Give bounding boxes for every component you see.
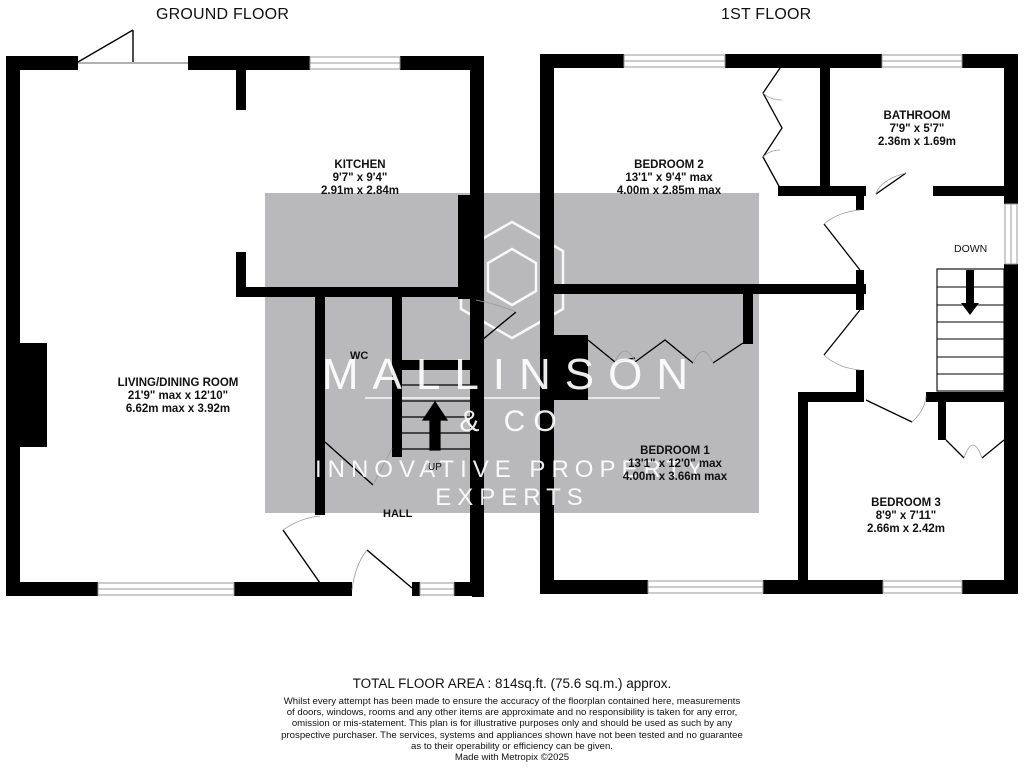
disclaimer-line: of doors, windows, rooms and any other i… (286, 707, 738, 719)
room-bathroom: BATHROOM 7'9" x 5'7" 2.36m x 1.69m (878, 110, 956, 149)
room-hall: HALL (383, 508, 413, 520)
first-floor-stairs (936, 268, 1005, 392)
watermark-tagline: INNOVATIVE PROPERTY EXPERTS (314, 456, 710, 511)
ground-floor-stairs (402, 384, 472, 451)
stairs-up-label: UP (428, 462, 442, 473)
ground-floor-walls (6, 56, 484, 597)
room-dim-metric: 4.00m x 2.85m max (616, 185, 722, 197)
watermark-panel (265, 193, 759, 513)
room-name: LIVING/DINING ROOM (117, 377, 239, 389)
room-dim-imperial: 9'7" x 9'4" (332, 172, 388, 184)
room-dim-imperial: 8'9" x 7'11" (875, 510, 937, 522)
ground-floor-title: GROUND FLOOR (156, 6, 290, 23)
watermark-brand: MALLINSON (321, 350, 703, 399)
room-name: KITCHEN (334, 159, 386, 171)
room-dim-metric: 4.00m x 3.66m max (622, 471, 728, 483)
room-dim-imperial: 7'9" x 5'7" (889, 123, 945, 135)
first-floor-walls (540, 54, 1018, 594)
disclaimer-line: as to their operability or efficiency ca… (411, 740, 613, 752)
room-name: BATHROOM (883, 110, 951, 122)
ground-floor-windows (97, 56, 455, 596)
room-dim-metric: 6.62m max x 3.92m (125, 403, 231, 415)
room-dim-imperial: 21'9" max x 12'10" (127, 390, 229, 402)
room-bedroom-3: BEDROOM 3 8'9" x 7'11" 2.66m x 2.42m (867, 497, 945, 536)
stairs-down-label: DOWN (954, 243, 988, 255)
room-bedroom-1: BEDROOM 1 13'1" x 12'0" max 4.00m x 3.66… (623, 445, 727, 484)
disclaimer-line: Whilst every attempt has been made to en… (283, 696, 741, 707)
room-kitchen: KITCHEN 9'7" x 9'4" 2.91m x 2.84m (321, 159, 399, 198)
room-living-dining: LIVING/DINING ROOM 21'9" max x 12'10" 6.… (118, 377, 239, 416)
watermark-sub: & CO (459, 405, 565, 438)
total-floor-area: TOTAL FLOOR AREA : 814sq.ft. (75.6 sq.m.… (352, 676, 672, 691)
first-floor-title: 1ST FLOOR (721, 6, 812, 23)
disclaimer: Whilst every attempt has been made to en… (0, 696, 1024, 763)
first-floor-doors (587, 67, 1005, 459)
disclaimer-line: omission or mis-statement. This plan is … (291, 718, 733, 730)
ground-floor-doors (77, 29, 517, 591)
room-dim-metric: 2.36m x 1.69m (877, 136, 957, 148)
room-dim-imperial: 13'1" x 9'4" max (625, 172, 713, 184)
room-dim-metric: 2.66m x 2.42m (866, 523, 946, 535)
first-floor-windows (623, 54, 1018, 594)
room-name: BEDROOM 1 (640, 445, 710, 457)
room-name: BEDROOM 2 (634, 159, 704, 171)
room-dim-imperial: 13'1" x 12'0" max (628, 458, 722, 470)
room-wc: WC (350, 350, 369, 362)
room-name: BEDROOM 3 (871, 497, 941, 509)
room-dim-metric: 2.91m x 2.84m (320, 185, 400, 197)
disclaimer-line: prospective purchaser. The services, sys… (281, 729, 743, 741)
room-bedroom-2: BEDROOM 2 13'1" x 9'4" max 4.00m x 2.85m… (617, 159, 721, 198)
metropix-credit: Made with Metropix ©2025 (454, 752, 570, 764)
